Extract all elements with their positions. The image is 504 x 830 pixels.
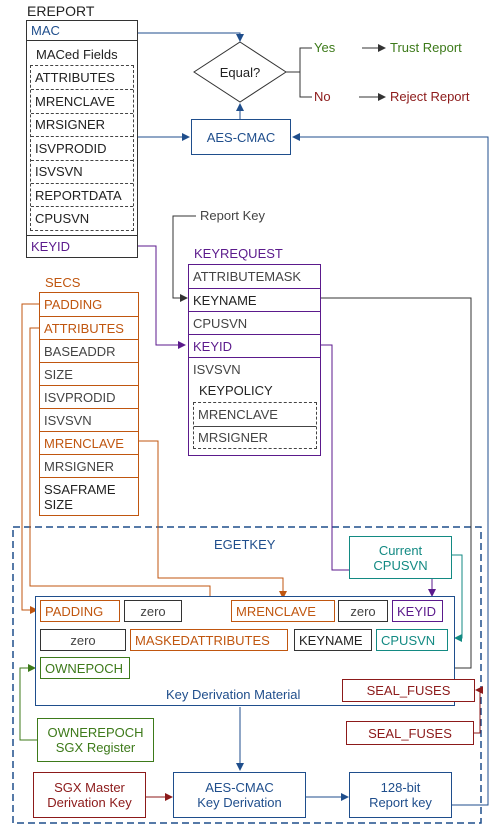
current-cpusvn-line2: CPUSVN bbox=[373, 557, 428, 573]
ereport-mac: MAC bbox=[27, 21, 137, 41]
aes-cmac-kd-box: AES-CMAC Key Derivation bbox=[173, 772, 306, 818]
kdm-zero-1: zero bbox=[124, 600, 182, 622]
kdm-mrenclave: MRENCLAVE bbox=[231, 600, 335, 622]
no-label: No bbox=[314, 89, 331, 104]
keyrequest-field: ATTRIBUTEMASK bbox=[193, 269, 302, 284]
report-key-line2: Report key bbox=[369, 795, 432, 810]
kdm-zero-3: zero bbox=[40, 629, 126, 651]
ereport-field: ISVSVN bbox=[31, 159, 133, 183]
secs-field: ATTRIBUTES bbox=[40, 316, 138, 339]
keyrequest-field: CPUSVN bbox=[189, 311, 320, 334]
secs-field: MRENCLAVE bbox=[40, 431, 138, 454]
yes-label: Yes bbox=[314, 40, 336, 55]
kdm-label: Key Derivation Material bbox=[166, 687, 301, 702]
aes-cmac-box: AES-CMAC bbox=[191, 119, 291, 155]
kdm-zero-2: zero bbox=[338, 600, 388, 622]
ssaframe-line1: SSAFRAME bbox=[44, 481, 116, 497]
kdm-padding: PADDING bbox=[40, 600, 120, 622]
seal-fuses-outer: SEAL_FUSES bbox=[346, 721, 474, 745]
keyrequest-field: KEYID bbox=[189, 334, 320, 357]
report-key-box: 128-bit Report key bbox=[349, 772, 452, 818]
sgx-master-line2: Derivation Key bbox=[47, 795, 132, 810]
secs-field: ISVPRODID bbox=[40, 385, 138, 408]
keyrequest-title: KEYREQUEST bbox=[194, 246, 283, 261]
keypolicy-group bbox=[193, 402, 317, 449]
maced-fields-group bbox=[30, 65, 134, 231]
ownerepoch-register-box: OWNEREPOCH SGX Register bbox=[37, 718, 154, 762]
ereport-field: MRSIGNER bbox=[31, 112, 133, 136]
ownerepoch-line1: OWNEREPOCH bbox=[47, 725, 144, 740]
maced-fields-title: MACed Fields bbox=[36, 46, 118, 62]
secs-field: SIZE bbox=[40, 362, 138, 385]
ereport-field: REPORTDATA bbox=[31, 183, 133, 206]
kdm-cpusvn: CPUSVN bbox=[376, 629, 448, 651]
trust-report: Trust Report bbox=[390, 40, 462, 55]
report-key-label: Report Key bbox=[200, 208, 266, 223]
kdm-keyname: KEYNAME bbox=[294, 629, 372, 651]
equal-label: Equal? bbox=[219, 64, 261, 80]
secs-field: BASEADDR bbox=[40, 339, 138, 362]
kdm-maskedattributes: MASKEDATTRIBUTES bbox=[130, 629, 288, 651]
ownerepoch-line2: SGX Register bbox=[55, 740, 136, 755]
aes-kd-line2: Key Derivation bbox=[197, 795, 282, 810]
ereport-field: CPUSVN bbox=[31, 206, 133, 229]
ereport-field: ISVPRODID bbox=[31, 136, 133, 159]
keyrequest-field: KEYNAME bbox=[189, 288, 320, 311]
secs-field: PADDING bbox=[44, 297, 103, 312]
keypolicy-field: MRENCLAVE bbox=[198, 406, 278, 422]
current-cpusvn-box: Current CPUSVN bbox=[349, 536, 452, 579]
ereport-title: EREPORT bbox=[27, 3, 95, 19]
keypolicy-field: MRSIGNER bbox=[194, 426, 316, 448]
reject-report: Reject Report bbox=[390, 89, 470, 104]
egetkey-title: EGETKEY bbox=[214, 537, 276, 552]
keyrequest-field: ISVSVN bbox=[189, 357, 320, 380]
secs-field: ISVSVN bbox=[40, 408, 138, 431]
secs-box bbox=[39, 292, 139, 516]
ereport-field: ATTRIBUTES bbox=[35, 70, 115, 85]
seal-fuses-inner: SEAL_FUSES bbox=[342, 679, 475, 702]
sgx-master-line1: SGX Master bbox=[54, 780, 125, 795]
ereport-keyid: KEYID bbox=[27, 235, 137, 257]
keypolicy-title: KEYPOLICY bbox=[199, 382, 273, 398]
secs-title: SECS bbox=[45, 275, 81, 290]
kdm-ownepoch: OWNEPOCH bbox=[40, 657, 130, 679]
ssaframe-line2: SIZE bbox=[44, 496, 73, 512]
kdm-keyid: KEYID bbox=[392, 600, 443, 622]
aes-kd-line1: AES-CMAC bbox=[205, 780, 274, 795]
sgx-master-key-box: SGX Master Derivation Key bbox=[33, 772, 146, 818]
secs-ssaframe-size: SSAFRAME SIZE bbox=[40, 477, 138, 515]
ereport-field: MRENCLAVE bbox=[31, 89, 133, 112]
current-cpusvn-line1: Current bbox=[378, 542, 423, 558]
secs-field: MRSIGNER bbox=[40, 454, 138, 477]
report-key-line1: 128-bit bbox=[380, 780, 421, 795]
